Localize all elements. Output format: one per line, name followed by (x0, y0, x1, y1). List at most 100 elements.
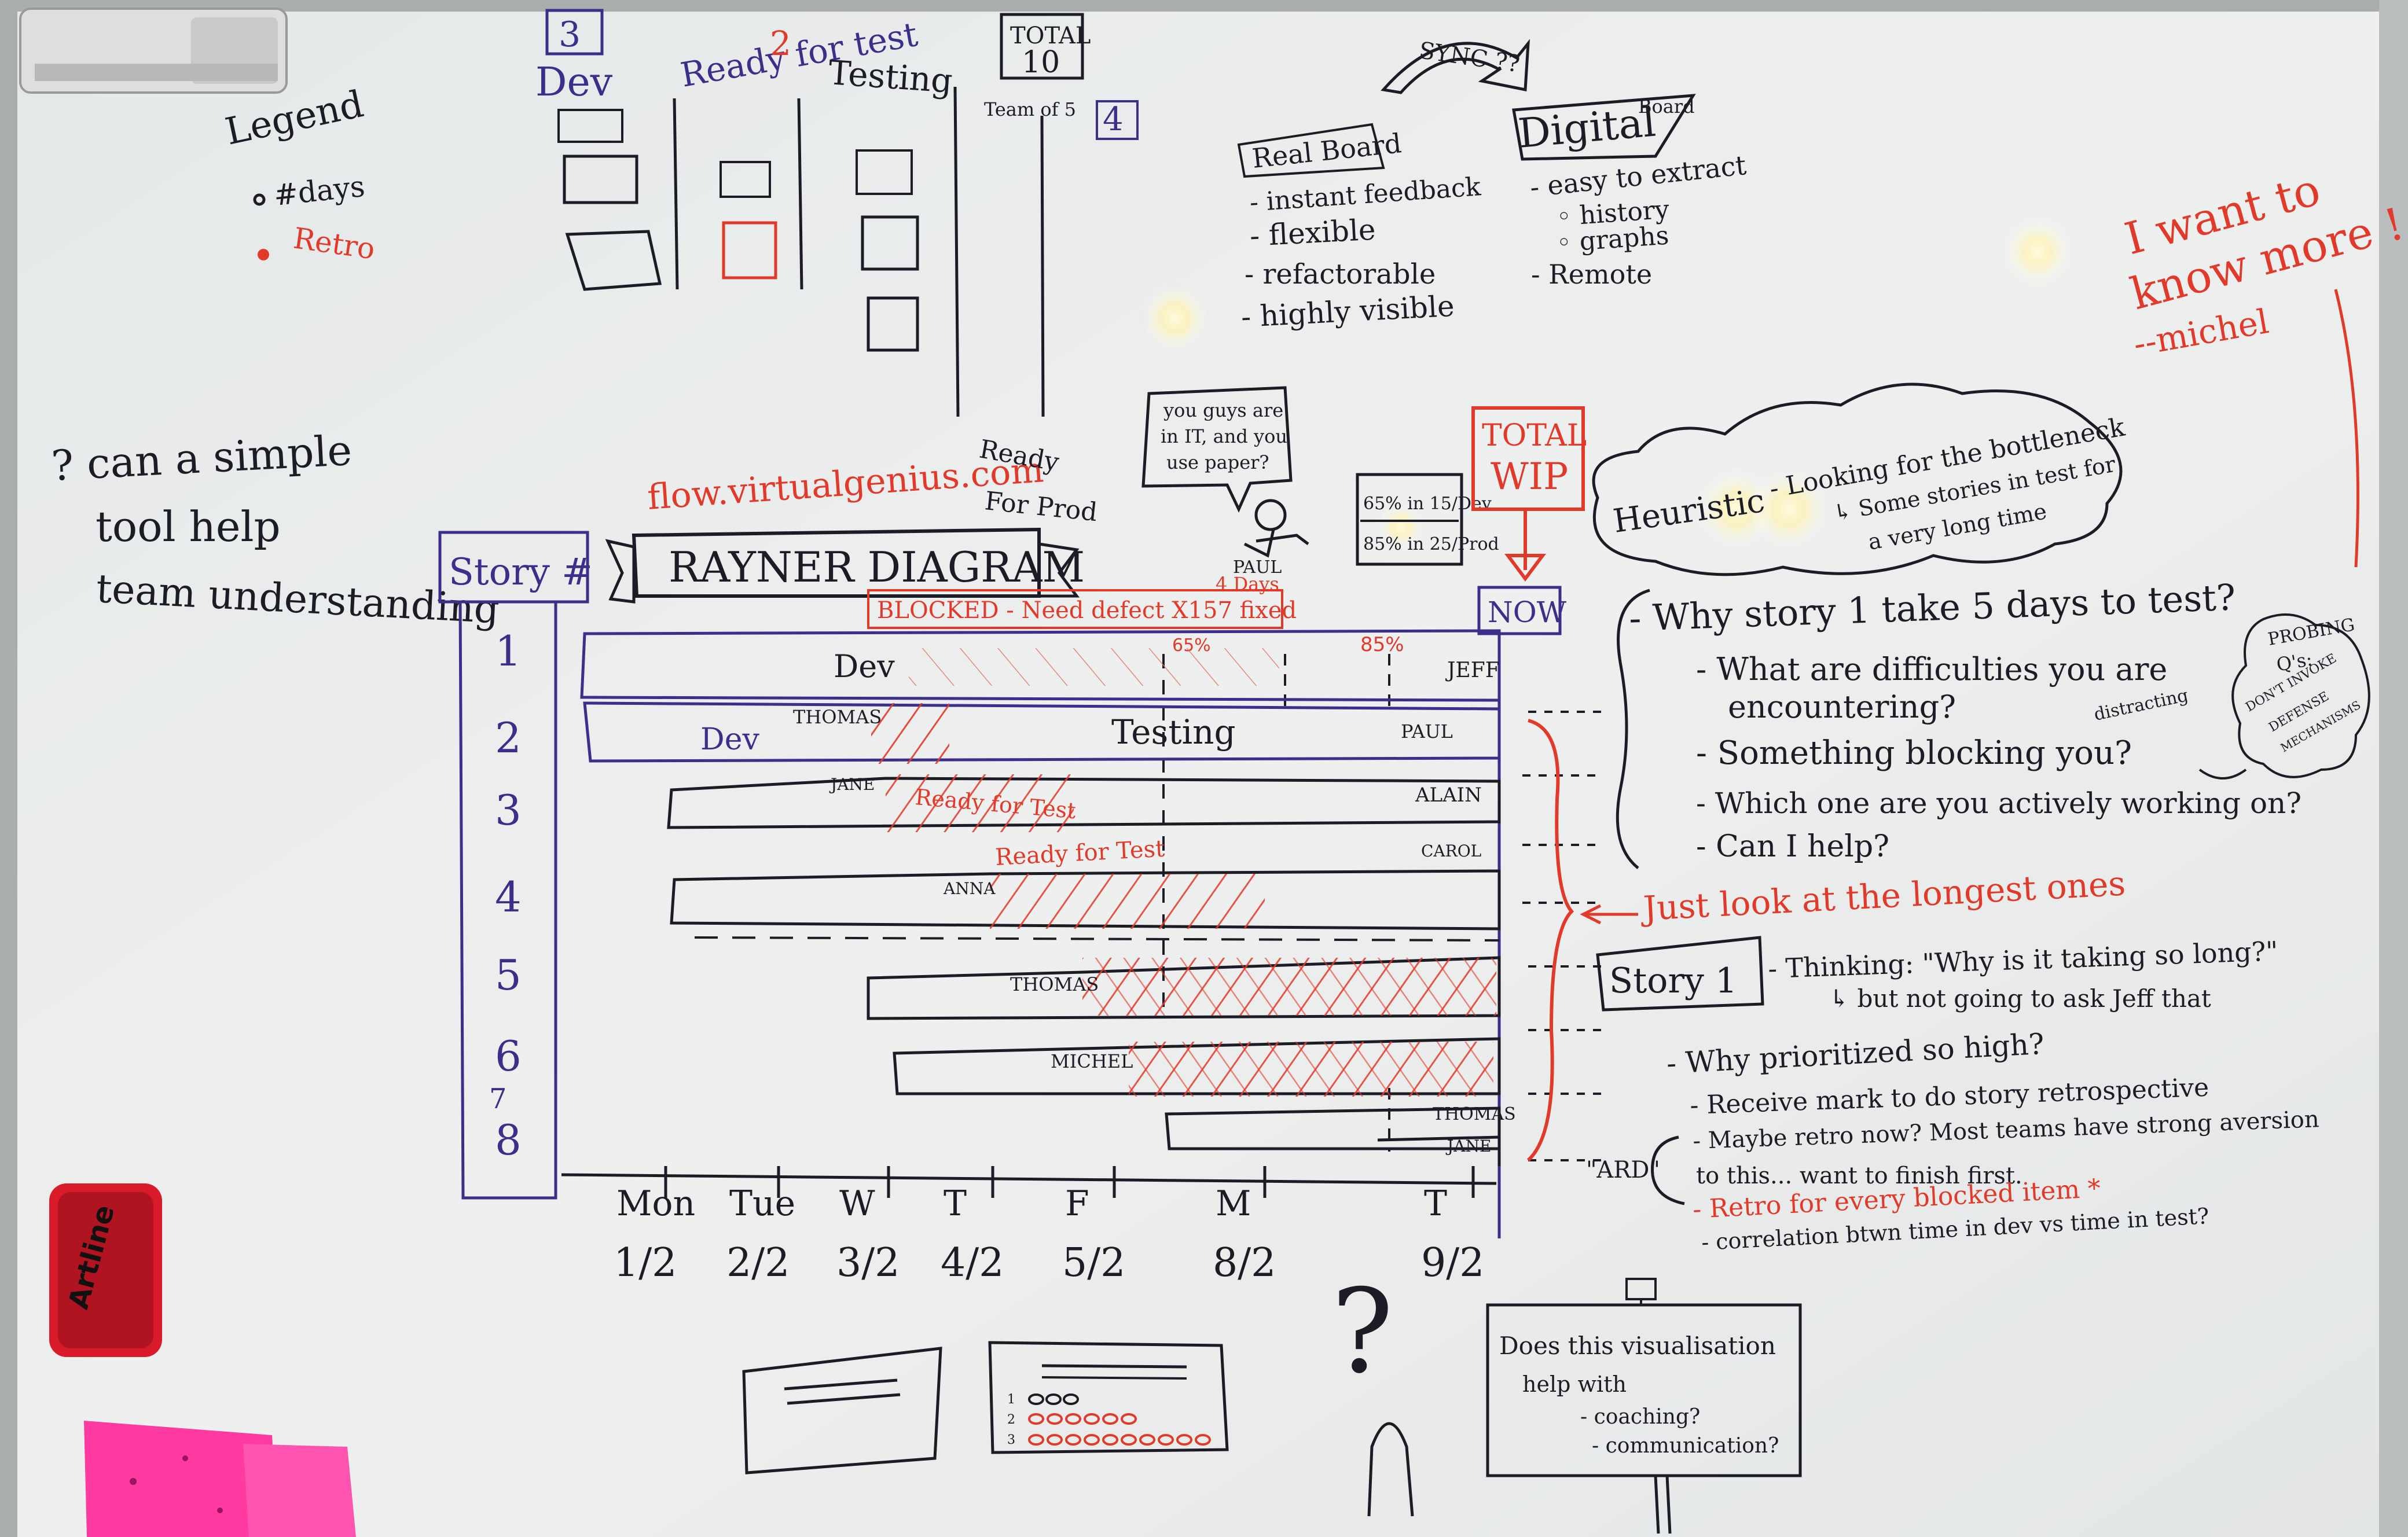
day-label: T (1424, 1183, 1447, 1224)
light-glare (1378, 503, 1424, 550)
total-value: 10 (1022, 45, 1060, 80)
svg-text:↳ but not going to ask Jeff th: ↳ but not going to ask Jeff that (1829, 984, 2211, 1013)
light-glare (1748, 469, 1829, 550)
story-number: 2 (495, 714, 522, 762)
story-number: 1 (495, 627, 522, 675)
svg-text:65% in 15/Dev: 65% in 15/Dev (1363, 494, 1492, 514)
percent-box: 65% in 15/Dev 85% in 25/Prod (1356, 473, 1499, 566)
bar-label-dev-story2: Dev (700, 722, 759, 757)
light-glare (2003, 217, 2072, 286)
four-days: 4 Days (1216, 573, 1279, 595)
person-thomas: THOMAS (793, 706, 882, 728)
testing-column-label: Testing (827, 53, 954, 101)
legend-dot-days (253, 193, 266, 206)
person-carol: CAROL (1421, 841, 1481, 861)
bar-label-dev-story1: Dev (834, 648, 895, 685)
bottom-sketches: 1 2 3 ? (742, 1264, 1414, 1517)
story-header: Story # (449, 551, 593, 594)
person-alain: ALAIN (1415, 784, 1482, 807)
story-number: 6 (495, 1032, 522, 1080)
story-number: 8 (495, 1116, 522, 1164)
svg-text:- communication?: - communication? (1592, 1434, 1779, 1458)
dev-column-label: Dev (535, 60, 613, 105)
team-note: Team of 5 (984, 98, 1076, 120)
pct-85: 85% (1360, 633, 1404, 656)
blocked-note: BLOCKED - Need defect X157 fixed (877, 597, 1297, 624)
person-thomas-2: THOMAS (1010, 973, 1099, 995)
date-label: 3/2 (836, 1240, 900, 1286)
dev-wip-box (545, 9, 604, 56)
person-jeff: JEFF (1445, 659, 1500, 682)
whiteboard-surface (17, 12, 2391, 1537)
day-label: F (1065, 1183, 1089, 1224)
paul-figure-label: PAUL (1233, 557, 1282, 578)
svg-text:use paper?: use paper? (1166, 451, 1269, 473)
day-label: W (839, 1183, 875, 1224)
svg-text:- refactorable: - refactorable (1245, 258, 1436, 291)
svg-text:encountering?: encountering? (1728, 689, 1956, 725)
svg-text:- Which one are you actively w: - Which one are you actively working on? (1696, 786, 2301, 820)
total-wip-box: TOTAL WIP (1471, 406, 1587, 582)
visualisation-sign: Does this visualisation help with - coac… (1486, 1278, 1802, 1534)
eraser-red: Artline (49, 1183, 162, 1357)
svg-text:tool help: tool help (96, 502, 281, 551)
digital-subtitle: Board (1638, 95, 1695, 117)
person-paul: PAUL (1401, 720, 1453, 742)
svg-text:Story 1: Story 1 (1609, 961, 1737, 1001)
person-michel: MICHEL (1051, 1050, 1133, 1072)
person-jane: JANE (829, 775, 875, 794)
now-box: NOW (1477, 586, 1567, 635)
dev-wip: 3 (559, 14, 581, 55)
svg-text:- Something blocking you?: - Something blocking you? (1696, 734, 2132, 772)
svg-text:you guys are: you guys are (1163, 399, 1283, 421)
svg-text:to this... want to finish firs: to this... want to finish first. (1696, 1163, 2022, 1189)
svg-text:- What are difficulties you ar: - What are difficulties you are (1696, 651, 2167, 687)
svg-text:1: 1 (1007, 1392, 1015, 1407)
svg-text:help with: help with (1522, 1371, 1627, 1397)
speech-bubble: you guys are in IT, and you use paper? P… (1141, 386, 1309, 578)
story-number: 5 (495, 951, 522, 999)
svg-text:85% in 25/Prod: 85% in 25/Prod (1363, 534, 1499, 554)
rayner-diagram: RAYNER DIAGRAM Story # BLOCKED - Need de… (438, 527, 1603, 1286)
svg-text:WIP: WIP (1491, 455, 1568, 498)
now-label: NOW (1488, 595, 1567, 629)
day-label: T (944, 1183, 967, 1224)
svg-text:- coaching?: - coaching? (1580, 1405, 1700, 1429)
date-label: 2/2 (726, 1240, 790, 1286)
date-label: 4/2 (941, 1240, 1004, 1286)
whiteboard-right-edge (2379, 0, 2408, 1537)
svg-text:- Remote: - Remote (1531, 259, 1652, 290)
person-anna: ANNA (943, 879, 996, 898)
story-number: 7 (489, 1083, 507, 1115)
svg-text:Does this visualisation: Does this visualisation (1499, 1332, 1776, 1360)
light-glare (1140, 284, 1210, 353)
svg-text:TOTAL: TOTAL (1482, 418, 1587, 453)
svg-text:?: ? (1331, 1264, 1393, 1399)
total-label: TOTAL (1010, 23, 1091, 49)
svg-text:2: 2 (1007, 1413, 1015, 1427)
person-thomas-3: THOMAS (1433, 1104, 1516, 1124)
svg-text:- Can I help?: - Can I help? (1696, 829, 1889, 864)
total-box (1000, 13, 1084, 80)
story-number: 3 (495, 786, 522, 834)
person-jane-2: JANE (1445, 1137, 1491, 1156)
ard-label: "ARD" (1586, 1157, 1660, 1183)
day-label: M (1216, 1183, 1251, 1224)
day-label: Mon (616, 1183, 695, 1224)
bar-label-testing: Testing (1111, 712, 1236, 752)
svg-text:- flexible: - flexible (1249, 213, 1376, 253)
svg-text:3: 3 (1007, 1433, 1015, 1447)
eraser-top (19, 8, 288, 94)
ready-wip: 2 (770, 24, 791, 63)
diagram-title: RAYNER DIAGRAM (669, 543, 1085, 591)
story-number: 4 (495, 873, 522, 921)
svg-text:in IT, and you: in IT, and you (1161, 425, 1287, 447)
date-label: 8/2 (1213, 1240, 1276, 1286)
day-label: Tue (729, 1183, 795, 1224)
testing-wip: 4 (1103, 101, 1124, 138)
date-label: 1/2 (614, 1240, 677, 1286)
legend-dot-retro (258, 249, 269, 260)
date-label: 5/2 (1062, 1240, 1125, 1286)
date-label: 9/2 (1421, 1240, 1484, 1286)
sticky-notes (84, 1421, 356, 1537)
